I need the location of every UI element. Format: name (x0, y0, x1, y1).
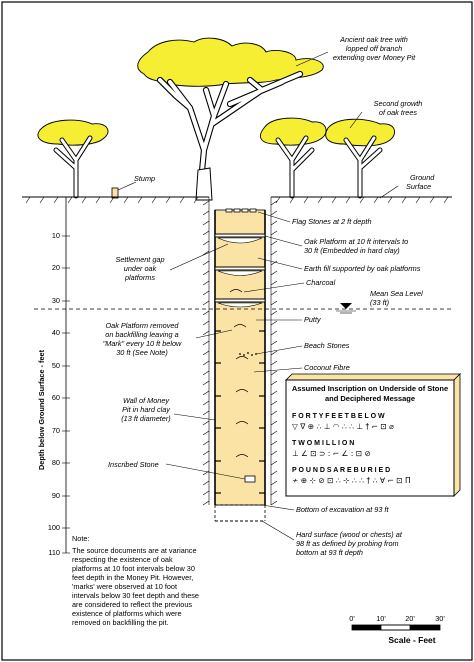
depth-axis-ticks: 10 20 30 40 50 60 70 80 90 100 110 (48, 231, 60, 557)
label-stump: Stump (134, 174, 155, 183)
label-ancient-oak: Ancient oak tree with lopped off branch … (333, 35, 416, 62)
svg-text:Surface: Surface (406, 182, 431, 191)
label-bottom-excavation: Bottom of excavation at 93 ft (296, 505, 389, 514)
scale-tick-20: 20' (405, 614, 415, 623)
svg-text:platforms at 10 foot intervals: platforms at 10 foot intervals below 30 (72, 564, 195, 573)
svg-text:on backfilling leaving a: on backfilling leaving a (105, 330, 178, 339)
svg-text:The source documents are at va: The source documents are at variance (72, 546, 197, 555)
svg-text:(13 ft diameter): (13 ft diameter) (121, 414, 170, 423)
tick-30: 30 (52, 296, 60, 305)
ancient-oak-tree (137, 37, 324, 201)
svg-text:Oak Platform at 10 ft interval: Oak Platform at 10 ft intervals to (304, 237, 408, 246)
leader-lines (117, 51, 399, 541)
svg-text:Hard surface (wood or chests): Hard surface (wood or chests) at (296, 530, 403, 539)
label-platform-removed: Oak Platform removed on backfilling leav… (103, 321, 182, 357)
inscription-row1-letters: F O R T Y F E E T B E L O W (292, 413, 385, 420)
svg-text:respecting the existence of oa: respecting the existence of oak (72, 555, 173, 564)
label-second-growth: Second growth of oak trees (374, 99, 423, 117)
tick-100: 100 (48, 523, 60, 532)
tick-50: 50 (52, 361, 60, 370)
inscription-row3-letters: P O U N D S A R E B U R I E D (292, 467, 390, 474)
inscription-row3-glyphs: ≁ ⊕ ⊹ ⊘ ⊡ ∴ ⊹ ∴ ∴ † ∴ ∀ ⌐ ⊡ Π (292, 476, 411, 485)
stump-shape (111, 187, 119, 199)
label-beach-stones: Beach Stones (304, 341, 350, 350)
svg-text:"Mark" every 10 ft below: "Mark" every 10 ft below (103, 339, 182, 348)
svg-text:(33 ft): (33 ft) (370, 298, 389, 307)
svg-text:bottom at 93 ft depth: bottom at 93 ft depth (296, 548, 363, 557)
svg-text:Note:: Note: (72, 534, 89, 543)
svg-text:Oak Platform removed: Oak Platform removed (106, 321, 180, 330)
label-settlement-gap: Settlement gap under oak platforms (115, 255, 164, 282)
inscription-row2-letters: T W O M I L L I O N (292, 440, 354, 447)
tick-10: 10 (52, 231, 60, 240)
scale-bar: 0' 10' 20' 30' Scale - Feet (349, 614, 445, 645)
tick-110: 110 (48, 548, 60, 557)
svg-text:of oak trees: of oak trees (379, 108, 417, 117)
svg-text:lopped off branch: lopped off branch (346, 44, 402, 53)
svg-text:platforms: platforms (124, 273, 155, 282)
svg-text:existence of platforms which w: existence of platforms which were (72, 609, 182, 618)
label-charcoal: Charcoal (306, 278, 336, 287)
axis-title: Depth below Ground Surface - feet (37, 349, 46, 470)
svg-text:under oak: under oak (124, 264, 157, 273)
svg-text:Settlement gap: Settlement gap (115, 255, 164, 264)
svg-text:are considered to reflect the: are considered to reflect the previous (72, 600, 192, 609)
small-oak-tree-left (37, 119, 109, 199)
label-oak-platform: Oak Platform at 10 ft intervals to 30 ft… (304, 237, 408, 255)
inscription-title-2: and Deciphered Message (325, 394, 415, 403)
tick-20: 20 (52, 263, 60, 272)
svg-text:30 ft (See Note): 30 ft (See Note) (116, 348, 168, 357)
svg-text:feet depth in the Money Pit. H: feet depth in the Money Pit. However, (72, 573, 193, 582)
note-block: Note: The source documents are at varian… (72, 534, 199, 627)
small-oak-tree-right (325, 118, 396, 199)
svg-text:Wall of Money: Wall of Money (123, 396, 170, 405)
svg-text:Ground: Ground (410, 173, 435, 182)
label-putty: Putty (304, 315, 322, 324)
inscription-row2-glyphs: ⊥ ∠ ⊡ ⊃ : ⌐ ∠ : ⊡ ⊘ (292, 449, 371, 458)
svg-text:Mean Sea Level: Mean Sea Level (370, 289, 423, 298)
scale-tick-30: 30' (435, 614, 445, 623)
money-pit-shaft (202, 197, 278, 522)
tick-80: 80 (52, 458, 60, 467)
scale-tick-10: 10' (376, 614, 386, 623)
svg-text:30 ft (Embedded in hard clay): 30 ft (Embedded in hard clay) (304, 246, 400, 255)
tick-40: 40 (52, 328, 60, 337)
label-wall: Wall of Money Pit in hard clay (13 ft di… (121, 396, 171, 423)
svg-text:removed on backfilling the pit: removed on backfilling the pit. (72, 618, 169, 627)
tick-60: 60 (52, 393, 60, 402)
label-flag-stones: Flag Stones at 2 ft depth (292, 217, 372, 226)
svg-text:intervals below 30 feet depth: intervals below 30 feet depth and these (72, 591, 199, 600)
svg-text:Pit in hard clay: Pit in hard clay (122, 405, 171, 414)
scale-title: Scale - Feet (388, 635, 435, 645)
inscription-title-1: Assumed Inscription on Underside of Ston… (292, 384, 448, 393)
small-oak-tree-center (260, 117, 327, 199)
tick-90: 90 (52, 491, 60, 500)
svg-text:extending over Money Pit: extending over Money Pit (333, 53, 416, 62)
svg-text:Second growth: Second growth (374, 99, 423, 108)
mean-sea-level-line (34, 303, 452, 314)
label-mean-sea-level: Mean Sea Level (33 ft) (370, 289, 423, 307)
inscription-row1-glyphs: ▽ ∇ ⊕ ∴ ⊥ ◠ ∴ ∴ ⊥ † ⌐ ⊡ ⌀ (292, 422, 394, 431)
label-inscribed-stone: Inscribed Stone (108, 460, 159, 469)
depth-axis (62, 197, 70, 554)
label-hard-surface: Hard surface (wood or chests) at 98 ft a… (296, 530, 403, 557)
svg-text:'marks' were observed at 10 fo: 'marks' were observed at 10 foot (72, 582, 177, 591)
inscription-panel: Assumed Inscription on Underside of Ston… (285, 373, 461, 497)
tick-70: 70 (52, 426, 60, 435)
svg-text:98 ft as defined by probing fr: 98 ft as defined by probing from (296, 539, 399, 548)
label-earth-fill: Earth fill supported by oak platforms (304, 264, 421, 273)
scale-tick-0: 0' (349, 614, 355, 623)
svg-text:Ancient oak tree with: Ancient oak tree with (339, 35, 408, 44)
ground-surface-line (22, 196, 452, 204)
label-coconut-fibre: Coconut Fibre (304, 363, 350, 372)
label-ground-surface: Ground Surface (406, 173, 435, 191)
